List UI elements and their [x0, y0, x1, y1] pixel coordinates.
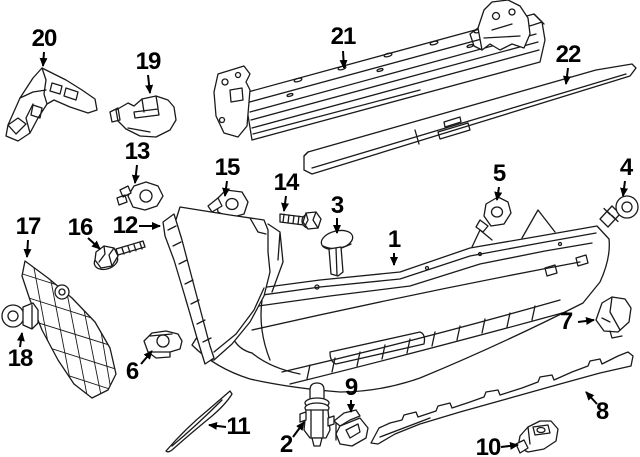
callout-21-label[interactable]: 21: [330, 23, 357, 50]
callout-9-label[interactable]: 9: [344, 374, 358, 401]
part-6-bracket-plate[interactable]: [143, 330, 183, 359]
callout-6-arrow: [140, 350, 153, 365]
part-9-retainer-clip[interactable]: [333, 409, 369, 447]
part-19-mounting-bracket[interactable]: [109, 95, 177, 138]
callout-20-label[interactable]: 20: [31, 25, 58, 52]
callout-11-arrow: [208, 421, 227, 430]
part-17-side-seal-panel[interactable]: [10, 260, 122, 412]
callout-1-label[interactable]: 1: [387, 226, 401, 253]
callout-12-label[interactable]: 12: [112, 212, 139, 239]
part-8-lower-valance-strip[interactable]: [370, 351, 634, 445]
callout-8-arrow: [585, 391, 598, 405]
callout-14-label[interactable]: 14: [273, 169, 300, 196]
callout-7-label[interactable]: 7: [559, 308, 573, 335]
part-11-reflector[interactable]: [165, 390, 233, 453]
part-5-grommet-clip[interactable]: [475, 196, 512, 233]
callout-8-label[interactable]: 8: [595, 398, 609, 425]
callout-13-label[interactable]: 13: [124, 138, 151, 165]
part-22-lower-trim-strip[interactable]: [303, 63, 637, 175]
part-14-screw[interactable]: [279, 211, 322, 230]
callout-6-label[interactable]: 6: [125, 358, 139, 385]
callout-18-arrow: [16, 332, 25, 348]
callout-15-label[interactable]: 15: [214, 154, 241, 181]
part-4-screw[interactable]: [599, 195, 639, 228]
part-7-end-cap[interactable]: [595, 296, 632, 339]
callout-10-arrow: [500, 441, 519, 450]
callout-16-label[interactable]: 16: [67, 214, 94, 241]
callout-4-label[interactable]: 4: [619, 154, 633, 181]
callout-22-label[interactable]: 22: [555, 41, 582, 68]
callout-arrows: [16, 50, 629, 450]
callout-2-label[interactable]: 2: [279, 431, 293, 457]
part-13-grommet-clip[interactable]: [116, 181, 164, 211]
callout-17-arrow: [23, 239, 32, 258]
callout-15-arrow: [222, 180, 231, 197]
callout-5-arrow: [494, 186, 503, 201]
callout-2-arrow: [292, 421, 305, 438]
part-16-screw[interactable]: [92, 240, 146, 272]
callout-17-label[interactable]: 17: [15, 213, 42, 240]
callout-21-arrow: [339, 50, 348, 69]
callout-16-arrow: [87, 237, 101, 250]
callout-5-label[interactable]: 5: [492, 160, 506, 187]
callout-4-arrow: [620, 180, 629, 197]
callout-14-arrow: [281, 195, 290, 212]
callout-18-label[interactable]: 18: [7, 345, 34, 372]
part-3-push-pin-clip[interactable]: [319, 227, 354, 277]
callout-22-arrow: [563, 67, 571, 85]
part-10-small-bracket[interactable]: [515, 420, 559, 454]
callout-3-label[interactable]: 3: [330, 192, 344, 219]
part-2-bulb-socket[interactable]: [299, 382, 335, 447]
callout-20-arrow: [39, 51, 48, 67]
callout-7-arrow: [577, 317, 595, 325]
part-20-side-support-bracket[interactable]: [5, 67, 98, 142]
part-12-side-corner-cover[interactable]: [162, 206, 284, 365]
part-18-push-clip[interactable]: [1, 302, 39, 330]
part-15-grommet-clip[interactable]: [207, 189, 249, 219]
callout-19-label[interactable]: 19: [135, 48, 162, 75]
callout-11-label[interactable]: 11: [226, 413, 250, 440]
part-21-reinforcement-bar[interactable]: [213, 0, 546, 141]
callout-10-label[interactable]: 10: [475, 434, 502, 457]
callout-19-arrow: [145, 74, 154, 94]
callout-13-arrow: [131, 164, 140, 184]
